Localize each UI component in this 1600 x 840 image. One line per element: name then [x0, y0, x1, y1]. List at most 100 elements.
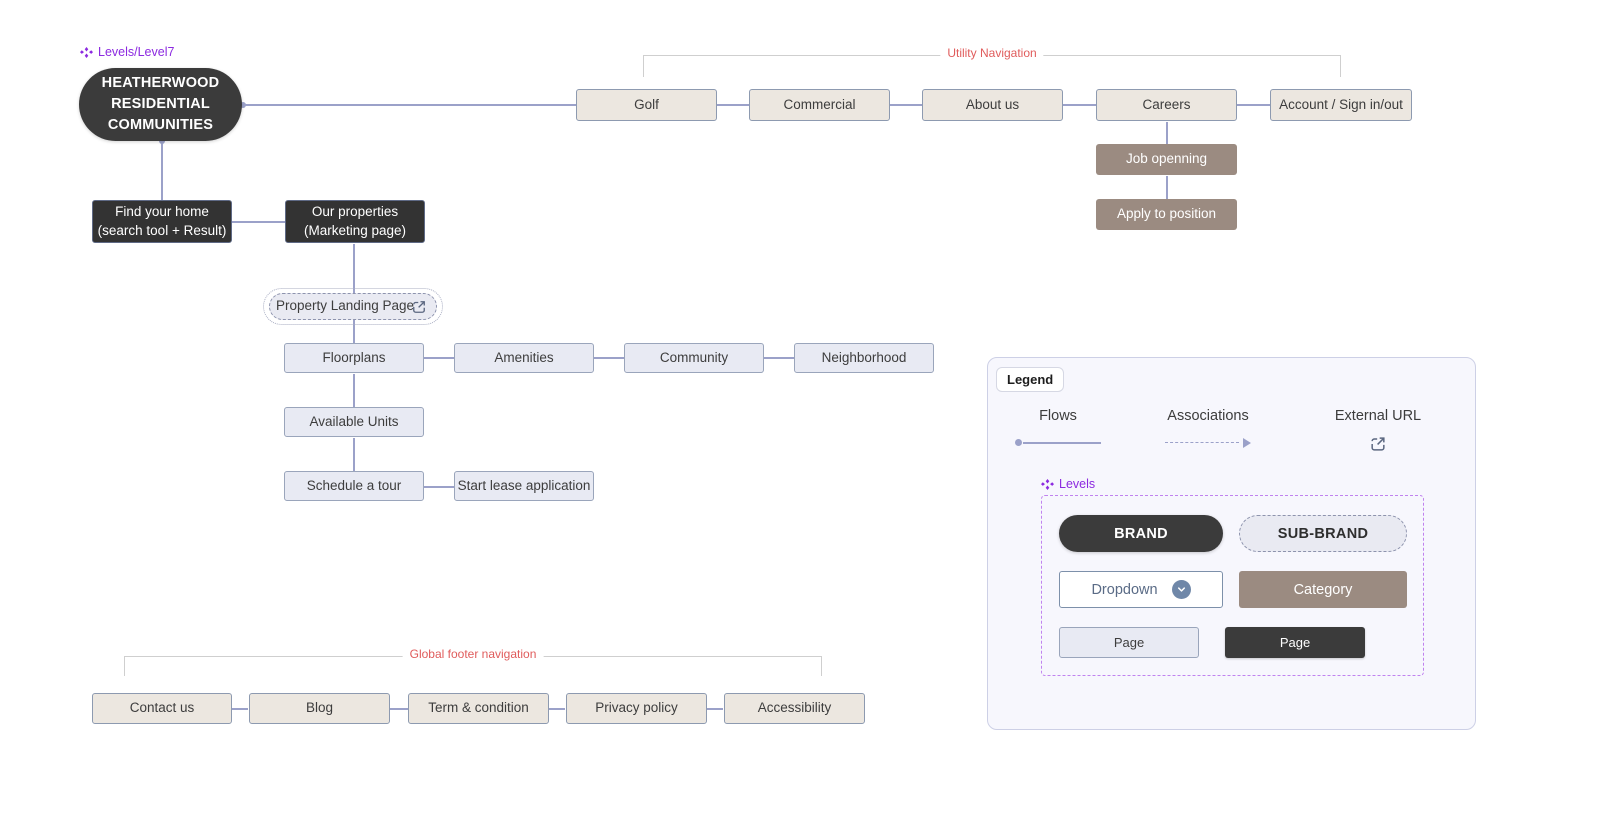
- node-label: Schedule a tour: [306, 477, 402, 493]
- legend-col-associations: Associations: [1148, 408, 1268, 448]
- legend-sample-label: Page: [1279, 635, 1311, 650]
- external-url-icon[interactable]: [410, 298, 428, 316]
- legend-sample-sub-brand: SUB-BRAND: [1239, 515, 1407, 552]
- footer-item-privacy-policy[interactable]: Privacy policy: [566, 693, 707, 724]
- nav-item-commercial[interactable]: Commercial: [749, 89, 890, 121]
- node-label: Neighborhood: [821, 349, 907, 365]
- footer-item-contact-us[interactable]: Contact us: [92, 693, 232, 724]
- levels-tag: Levels/Level7: [80, 45, 174, 59]
- legend-sample-label: Page: [1113, 635, 1145, 650]
- footer-item-accessibility[interactable]: Accessibility: [724, 693, 865, 724]
- connector-units-down: [353, 438, 355, 472]
- legend-levels-label: Levels: [1059, 477, 1096, 491]
- nav-item-job-openning[interactable]: Job openning: [1096, 144, 1237, 175]
- node-available-units[interactable]: Available Units: [284, 407, 424, 437]
- node-label: Amenities: [494, 349, 554, 365]
- nav-item-label: Careers: [1142, 96, 1191, 112]
- legend-levels-container: BRAND SUB-BRAND Dropdown Category Page P…: [1041, 495, 1424, 676]
- footer-item-label: Accessibility: [757, 700, 832, 716]
- legend-levels-tag: Levels: [1041, 477, 1095, 491]
- flow-origin-dot: [240, 102, 246, 108]
- connector-sub-3-4: [764, 357, 795, 359]
- connector-brand-to-nav: [244, 104, 576, 106]
- nav-item-account-signin[interactable]: Account / Sign in/out: [1270, 89, 1412, 121]
- node-schedule-a-tour[interactable]: Schedule a tour: [284, 471, 424, 501]
- legend-sample-brand: BRAND: [1059, 515, 1223, 552]
- legend-sample-label: BRAND: [1114, 525, 1168, 542]
- diamond-cluster-icon: [80, 46, 93, 58]
- global-footer-bracket: Global footer navigation: [124, 647, 822, 686]
- connector-foot-2-3: [390, 708, 408, 710]
- dashed-arrow-icon: [1165, 438, 1251, 448]
- legend-col-title: Associations: [1167, 408, 1249, 424]
- legend-sample-label: Dropdown: [1091, 581, 1158, 598]
- connector-nav-1-2: [717, 104, 749, 106]
- brand-node-heatherwood[interactable]: HEATHERWOOD RESIDENTIAL COMMUNITIES: [79, 68, 242, 141]
- node-line-1: Find your home: [115, 204, 209, 220]
- footer-item-label: Privacy policy: [595, 700, 678, 716]
- node-community[interactable]: Community: [624, 343, 764, 373]
- legend-badge: Legend: [996, 367, 1065, 392]
- node-property-landing-page[interactable]: Property Landing Page: [263, 288, 443, 325]
- legend-col-title: External URL: [1334, 408, 1422, 424]
- node-amenities[interactable]: Amenities: [454, 343, 594, 373]
- node-line-2: (search tool + Result): [97, 222, 227, 238]
- nav-item-label: Account / Sign in/out: [1279, 96, 1403, 112]
- nav-item-careers[interactable]: Careers: [1096, 89, 1237, 121]
- brand-line-3: COMMUNITIES: [107, 117, 214, 133]
- external-url-icon: [1371, 437, 1385, 451]
- node-label: Community: [659, 349, 729, 365]
- legend-sample-label: SUB-BRAND: [1277, 525, 1369, 542]
- utility-navigation-bracket: Utility Navigation: [643, 46, 1341, 89]
- connector-foot-1-2: [232, 708, 248, 710]
- nav-item-label: Apply to position: [1116, 206, 1217, 222]
- footer-item-label: Blog: [305, 700, 334, 716]
- nav-item-about-us[interactable]: About us: [922, 89, 1063, 121]
- brand-line-1: HEATHERWOOD: [101, 74, 220, 91]
- legend-sample-category: Category: [1239, 571, 1407, 608]
- connector-tour-to-lease: [424, 486, 455, 488]
- node-our-properties[interactable]: Our properties (Marketing page): [285, 200, 425, 243]
- connector-foot-4-5: [707, 708, 723, 710]
- footer-item-blog[interactable]: Blog: [249, 693, 390, 724]
- nav-item-apply-to-position[interactable]: Apply to position: [1096, 199, 1237, 230]
- connector-sub-2-3: [594, 357, 624, 359]
- connector-careers-down: [1166, 122, 1168, 158]
- diamond-cluster-icon: [1041, 478, 1054, 490]
- legend-sample-label: Category: [1293, 581, 1353, 598]
- nav-item-label: About us: [965, 96, 1020, 112]
- nav-item-label: Commercial: [783, 96, 856, 112]
- connector-sub-1-2: [424, 357, 455, 359]
- node-start-lease-application[interactable]: Start lease application: [454, 471, 594, 501]
- connector-foot-3-4: [549, 708, 565, 710]
- footer-item-label: Term & condition: [428, 700, 529, 716]
- nav-item-label: Golf: [634, 96, 659, 112]
- legend-sample-page-dark: Page: [1225, 627, 1365, 658]
- node-line-2: (Marketing page): [303, 222, 407, 238]
- chevron-down-icon: [1171, 580, 1191, 599]
- global-footer-label: Global footer navigation: [402, 647, 544, 661]
- legend-col-title: Flows: [1039, 408, 1077, 424]
- flow-line-icon: [1015, 438, 1101, 448]
- legend-col-flows: Flows: [998, 408, 1118, 448]
- utility-navigation-label: Utility Navigation: [940, 46, 1044, 60]
- nav-item-golf[interactable]: Golf: [576, 89, 717, 121]
- node-label: Available Units: [309, 413, 399, 429]
- nav-item-label: Job openning: [1125, 151, 1208, 167]
- legend-col-external-url: External URL: [1318, 408, 1438, 459]
- connector-brand-down: [161, 142, 163, 203]
- node-neighborhood[interactable]: Neighborhood: [794, 343, 934, 373]
- flow-origin-dot: [159, 138, 165, 144]
- node-label: Property Landing Page: [275, 298, 415, 314]
- connector-findhome-to-properties: [232, 221, 285, 223]
- node-label: Start lease application: [457, 477, 591, 493]
- footer-item-term-condition[interactable]: Term & condition: [408, 693, 549, 724]
- node-find-your-home[interactable]: Find your home (search tool + Result): [92, 200, 232, 243]
- levels-tag-label: Levels/Level7: [98, 45, 175, 59]
- brand-line-2: RESIDENTIAL: [111, 95, 210, 112]
- legend-sample-page-light: Page: [1059, 627, 1199, 658]
- node-floorplans[interactable]: Floorplans: [284, 343, 424, 373]
- footer-item-label: Contact us: [129, 700, 195, 716]
- connector-properties-down: [353, 244, 355, 294]
